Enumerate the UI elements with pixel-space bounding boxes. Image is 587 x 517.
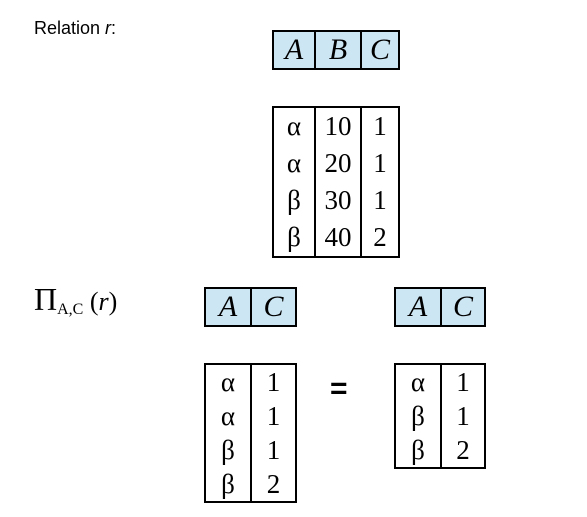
column-header: C <box>440 287 486 327</box>
table-cell: 1 <box>440 363 486 399</box>
column-header: A <box>204 287 252 327</box>
table-cell: 20 <box>314 145 362 182</box>
table-cell: 1 <box>440 399 486 433</box>
table-cell: 2 <box>360 219 400 258</box>
table-cell: β <box>272 219 316 258</box>
table-cell: 10 <box>314 106 362 145</box>
table-cell: β <box>272 182 316 219</box>
table-cell: β <box>204 433 252 467</box>
column-header: A <box>272 30 316 70</box>
table-cell: 1 <box>250 399 297 433</box>
header-row: A B C <box>272 30 400 70</box>
projection-subscript: A,C <box>57 301 84 318</box>
caption-variable: r <box>105 18 112 38</box>
header-row: A C <box>394 287 486 327</box>
table-cell: α <box>272 106 316 145</box>
column-header: C <box>250 287 297 327</box>
equals-sign: = <box>330 372 348 405</box>
projection-argument: (r) <box>89 287 118 316</box>
table-cell: β <box>394 399 442 433</box>
table-cell: 1 <box>250 433 297 467</box>
relation-caption: Relation r: <box>34 18 116 39</box>
table-cell: 2 <box>440 433 486 469</box>
header-row: A C <box>204 287 297 327</box>
column-header: B <box>314 30 362 70</box>
caption-prefix: Relation <box>34 18 106 38</box>
table-cell: α <box>394 363 442 399</box>
column-header: A <box>394 287 442 327</box>
projection-operator: Π <box>34 281 58 317</box>
table-cell: α <box>204 363 252 399</box>
table-cell: β <box>394 433 442 469</box>
table-cell: α <box>204 399 252 433</box>
table-cell: 2 <box>250 467 297 503</box>
table-cell: 40 <box>314 219 362 258</box>
table-cell: 30 <box>314 182 362 219</box>
projection-expression: ΠA,C (r) <box>34 281 118 318</box>
table-cell: β <box>204 467 252 503</box>
table-cell: 1 <box>360 182 400 219</box>
column-header: C <box>360 30 400 70</box>
table-cell: α <box>272 145 316 182</box>
table-cell: 1 <box>360 145 400 182</box>
table-cell: 1 <box>360 106 400 145</box>
caption-suffix: : <box>111 18 117 38</box>
table-cell: 1 <box>250 363 297 399</box>
